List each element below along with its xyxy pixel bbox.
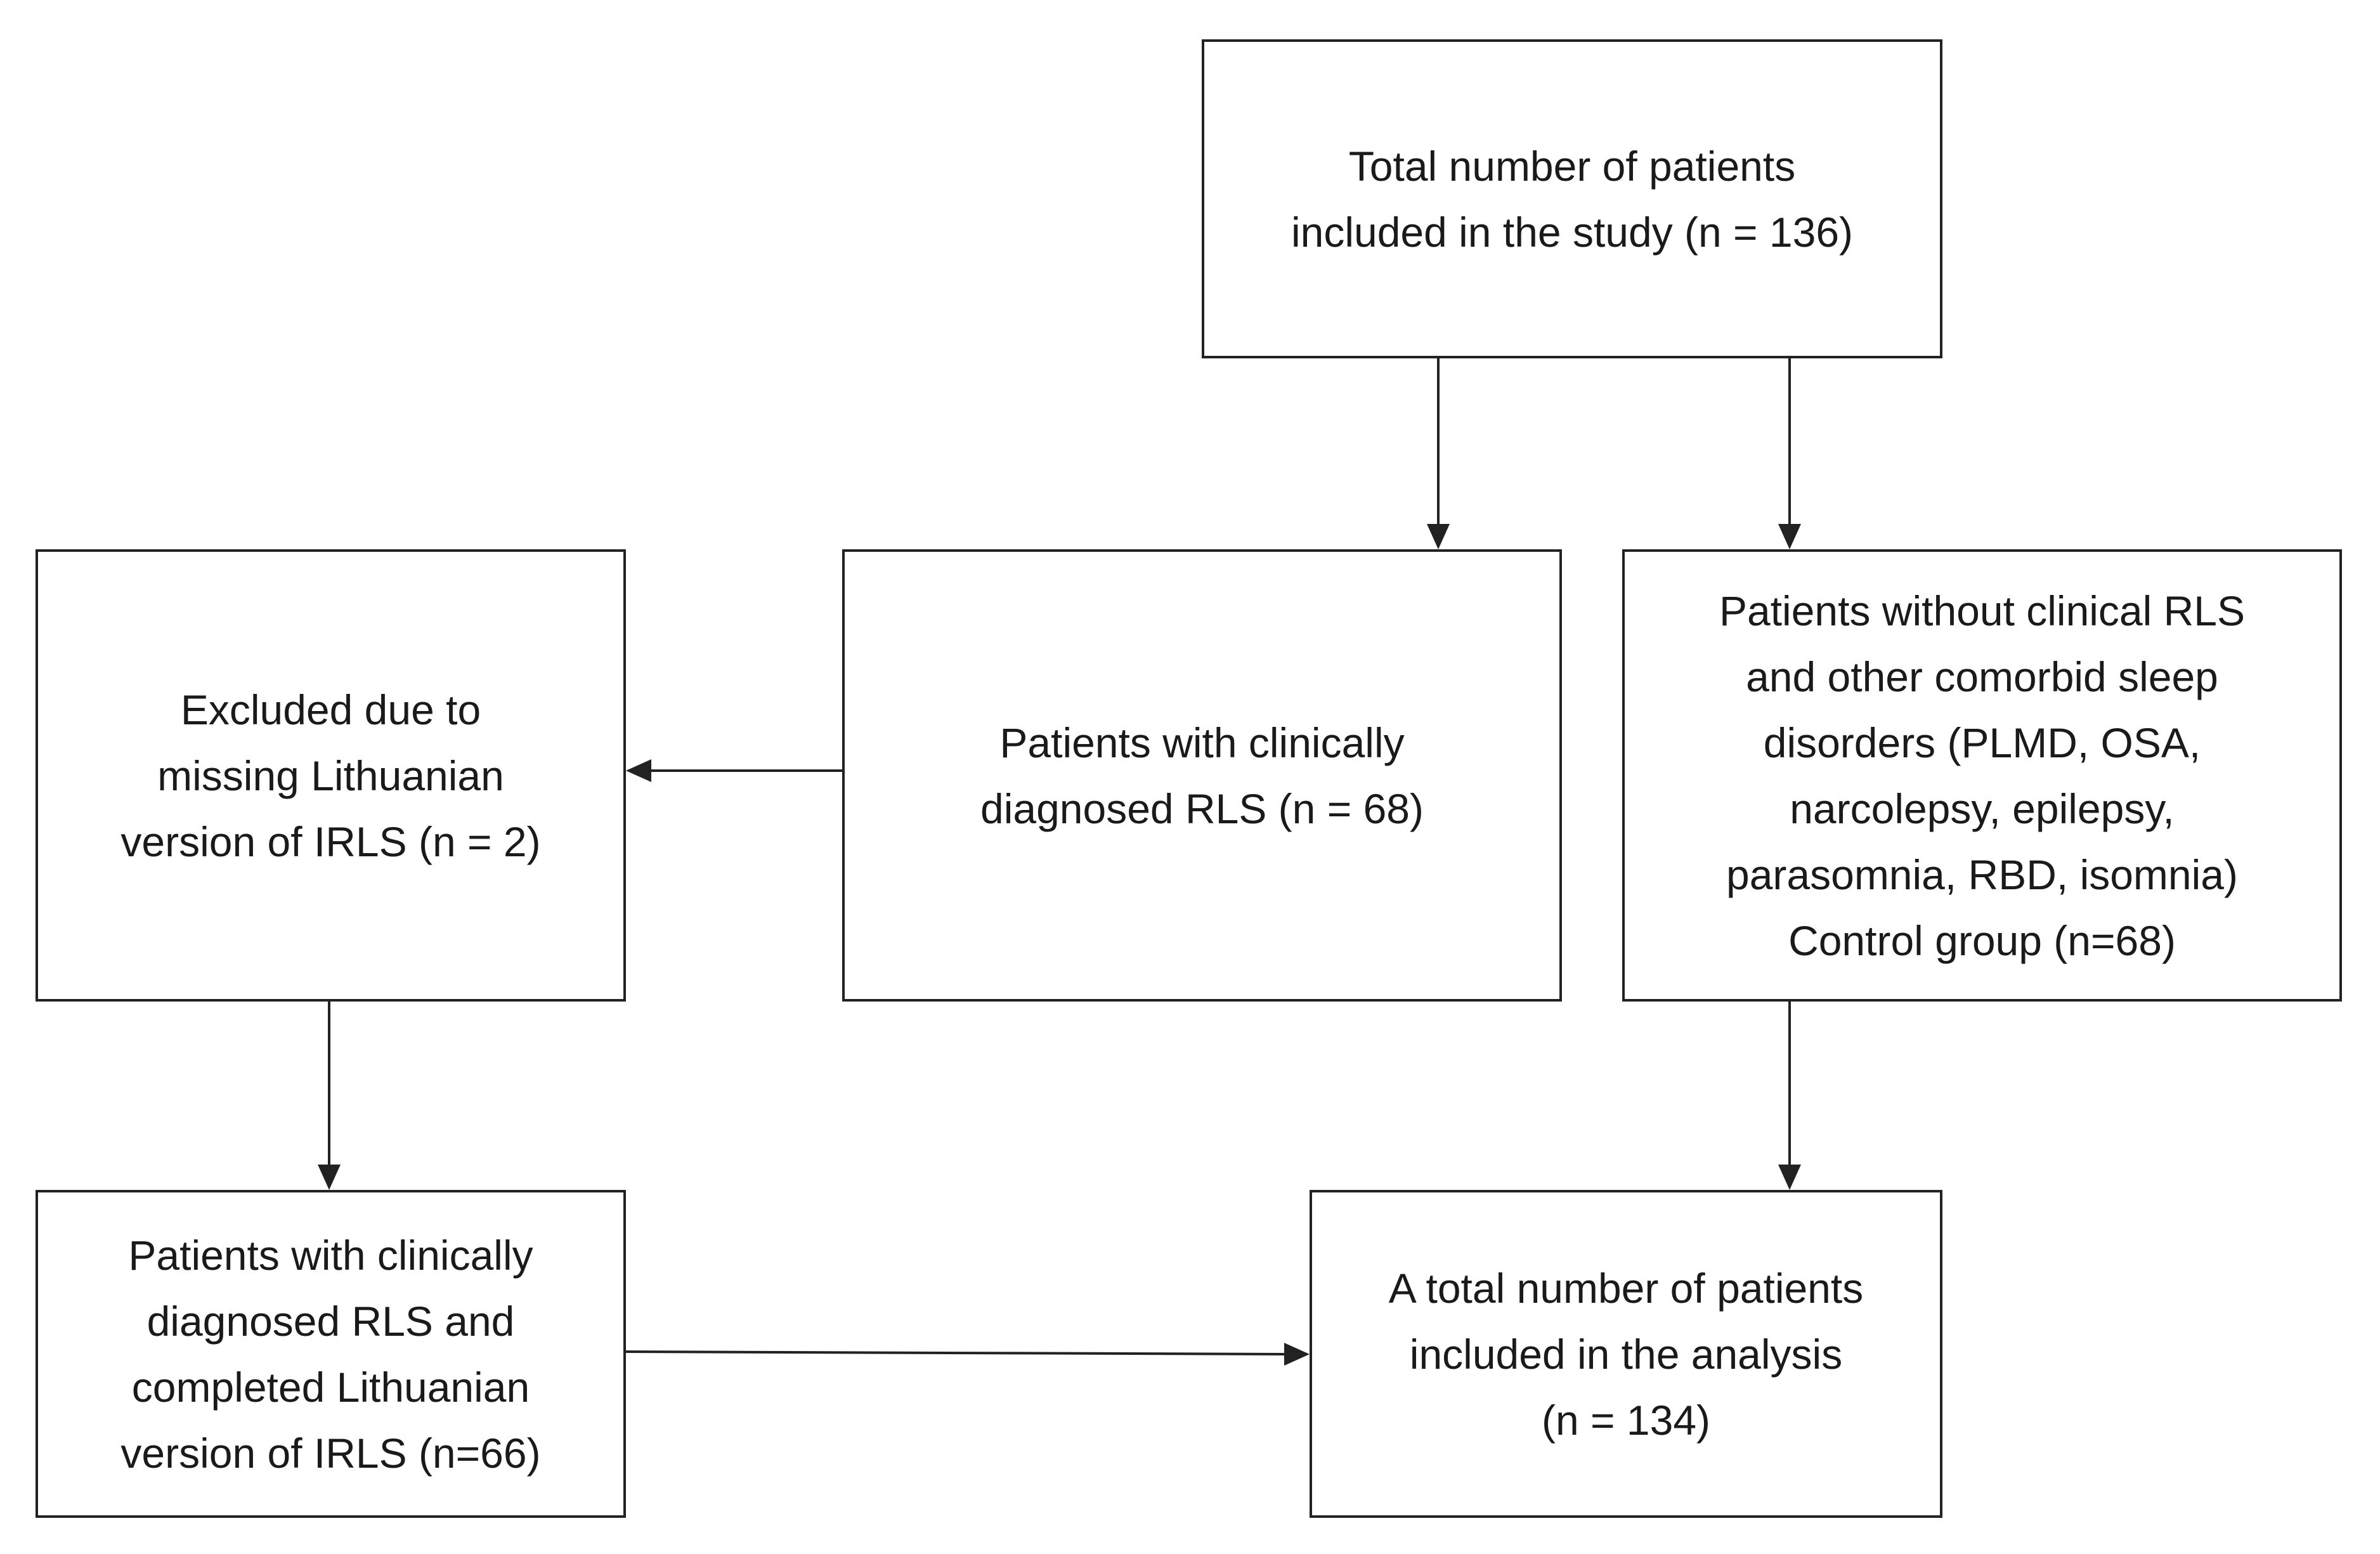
- excluded-line-1: Excluded due to: [180, 686, 481, 733]
- arrowhead-completed: [318, 1165, 341, 1190]
- arrowhead-control: [1778, 524, 1801, 549]
- control-group-line-5: parasomnia, RBD, isomnia): [1726, 851, 2238, 898]
- total-patients-line-1: Total number of patients: [1348, 142, 1796, 190]
- arrowhead-analysis-from-control: [1778, 1165, 1801, 1190]
- analysis-total-line-2: included in the analysis: [1409, 1330, 1843, 1378]
- analysis-total-box: A total number of patients included in t…: [1310, 1190, 1942, 1518]
- completed-irls-line-4: version of IRLS (n=66): [120, 1429, 541, 1477]
- completed-irls-line-1: Patients with clinically: [128, 1231, 533, 1279]
- analysis-total-line-3: (n = 134): [1542, 1396, 1710, 1444]
- excluded-line-3: version of IRLS (n = 2): [120, 818, 541, 865]
- completed-irls-box: Patients with clinically diagnosed RLS a…: [36, 1190, 626, 1518]
- completed-irls-line-3: completed Lithuanian: [131, 1363, 530, 1411]
- control-group-line-2: and other comorbid sleep: [1746, 653, 2218, 700]
- arrow-completed-to-analysis: [625, 1350, 1286, 1355]
- control-group-line-1: Patients without clinical RLS: [1719, 587, 2246, 634]
- rls-patients-line-2: diagnosed RLS (n = 68): [980, 785, 1424, 832]
- arrowhead-analysis-from-completed: [1284, 1343, 1310, 1366]
- analysis-total-line-1: A total number of patients: [1388, 1264, 1864, 1312]
- control-group-line-6: Control group (n=68): [1788, 917, 2176, 964]
- arrowhead-excluded: [626, 759, 651, 782]
- rls-patients-line-1: Patients with clinically: [999, 719, 1405, 766]
- control-group-line-3: disorders (PLMD, OSA,: [1763, 719, 2201, 766]
- excluded-box: Excluded due to missing Lithuanian versi…: [36, 549, 626, 1002]
- total-patients-box: Total number of patients included in the…: [1202, 39, 1942, 358]
- completed-irls-line-2: diagnosed RLS and: [146, 1297, 515, 1345]
- excluded-line-2: missing Lithuanian: [157, 752, 504, 799]
- arrowhead-rls: [1427, 524, 1450, 549]
- rls-patients-box: Patients with clinically diagnosed RLS (…: [842, 549, 1562, 1002]
- total-patients-line-2: included in the study (n = 136): [1291, 208, 1854, 256]
- control-group-box: Patients without clinical RLS and other …: [1622, 549, 2342, 1002]
- control-group-line-4: narcolepsy, epilepsy,: [1790, 785, 2175, 832]
